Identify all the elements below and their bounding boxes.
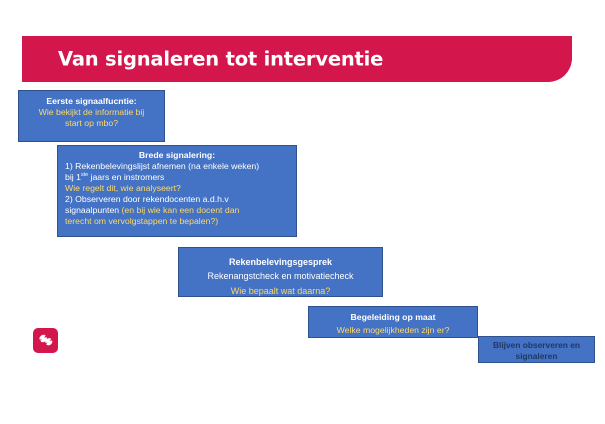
flow-box-title: Rekenbelevingsgesprek (228, 257, 333, 267)
flow-box-line-suffix: jaars en instromers (88, 171, 165, 182)
flow-box-line: Wie regelt dit, wie analyseert? (65, 182, 181, 193)
flow-box-line: signaalpunten (en bij wie kan een docent… (65, 205, 291, 216)
page-title: Van signaleren tot interventie (58, 47, 384, 71)
flow-box-line-superscript: ste (80, 172, 89, 179)
flow-box-line: start op mbo? (64, 117, 119, 128)
flow-box-begeleiding-op-maat[interactable]: Begeleiding op maat Welke mogelijkheden … (308, 306, 478, 338)
header-banner: Van signaleren tot interventie (22, 36, 572, 82)
flow-box-line: terecht om vervolgstappen te bepalen?) (65, 215, 219, 226)
flow-box-brede-signalering[interactable]: Brede signalering: 1) Rekenbelevingslijs… (57, 145, 297, 237)
flow-box-title: Begeleiding op maat (350, 312, 436, 322)
flow-box-line: 1) Rekenbelevingslijst afnemen (na enkel… (65, 160, 260, 171)
flow-box-title: Eerste signaalfucntie: (46, 96, 137, 106)
flow-box-line-white-part: signaalpunten (65, 204, 122, 215)
flow-box-line: Rekenangstcheck en motivatiecheck (207, 271, 354, 282)
flow-box-line: Welke mogelijkheden zijn er? (336, 324, 450, 335)
flow-box-line: 2) Observeren door rekendocenten a.d.h.v (65, 193, 229, 204)
flow-box-line-prefix: bij 1 (65, 171, 81, 182)
flow-box-title: Blijven observeren en (492, 340, 581, 350)
flow-box-line: bij 1ste jaars en instromers (65, 172, 291, 183)
flow-box-eerste-signaalfunctie[interactable]: Eerste signaalfucntie: Wie bekijkt de in… (18, 90, 165, 142)
flow-box-line-yellow-part: (en bij wie kan een docent dan (121, 204, 240, 215)
flow-box-rekenbelevingsgesprek[interactable]: Rekenbelevingsgesprek Rekenangstcheck en… (178, 247, 383, 297)
flow-box-blijven-observeren[interactable]: Blijven observeren en signaleren (478, 336, 595, 363)
organisation-logo-icon (33, 328, 58, 353)
flow-box-line: Wie bepaalt wat daarna? (230, 285, 331, 296)
flow-box-body: 1) Rekenbelevingslijst afnemen (na enkel… (63, 161, 291, 227)
flow-box-title: Brede signalering: (138, 150, 216, 160)
flow-box-line: Wie bekijkt de informatie bij (38, 106, 145, 117)
flow-box-title-second-line: signaleren (515, 350, 558, 361)
